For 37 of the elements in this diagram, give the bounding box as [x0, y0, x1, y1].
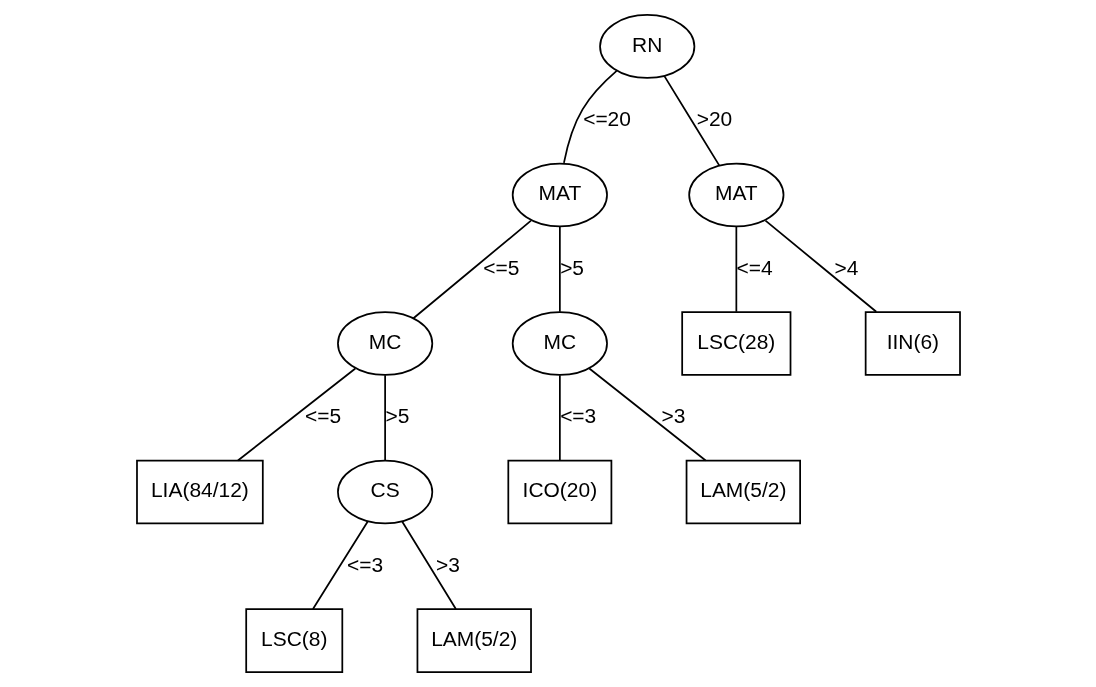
edge-label: <=3	[559, 404, 596, 428]
node-box: LSC(28)	[680, 311, 791, 376]
node-ellipse: MC	[336, 311, 433, 376]
connector	[734, 225, 737, 313]
connector	[412, 219, 532, 320]
edge-label: >3	[435, 552, 460, 576]
node-ellipse: MC	[511, 311, 608, 376]
connector	[311, 520, 368, 610]
edge-label: >3	[660, 404, 685, 428]
connector	[558, 374, 561, 462]
edge-label: >5	[384, 404, 409, 428]
node-box: IIN(6)	[864, 311, 961, 376]
edge-label: >4	[833, 255, 858, 279]
edge-label: <=20	[582, 107, 631, 131]
node-box: LAM(5/2)	[685, 459, 801, 525]
connector	[558, 225, 561, 313]
connector	[587, 367, 707, 462]
node-box: LIA(84/12)	[135, 459, 264, 525]
node-ellipse: CS	[336, 459, 433, 525]
edge-label: <=5	[304, 404, 341, 428]
edge-label: <=3	[346, 552, 383, 576]
node-ellipse: RN	[598, 14, 695, 79]
node-box: LAM(5/2)	[416, 608, 532, 673]
connector	[383, 374, 386, 462]
connector	[663, 75, 720, 167]
edge-label: <=5	[482, 255, 519, 279]
connector	[764, 219, 877, 313]
node-box: LSC(8)	[244, 608, 343, 673]
connector	[562, 70, 617, 164]
edge-label: <=4	[736, 255, 773, 279]
connector	[236, 367, 356, 462]
edge-label: >20	[696, 107, 732, 131]
edge-label: >5	[559, 255, 584, 279]
node-ellipse: MAT	[511, 162, 608, 228]
connector	[400, 520, 457, 610]
node-ellipse: MAT	[687, 162, 784, 228]
node-box: ICO(20)	[506, 459, 612, 525]
